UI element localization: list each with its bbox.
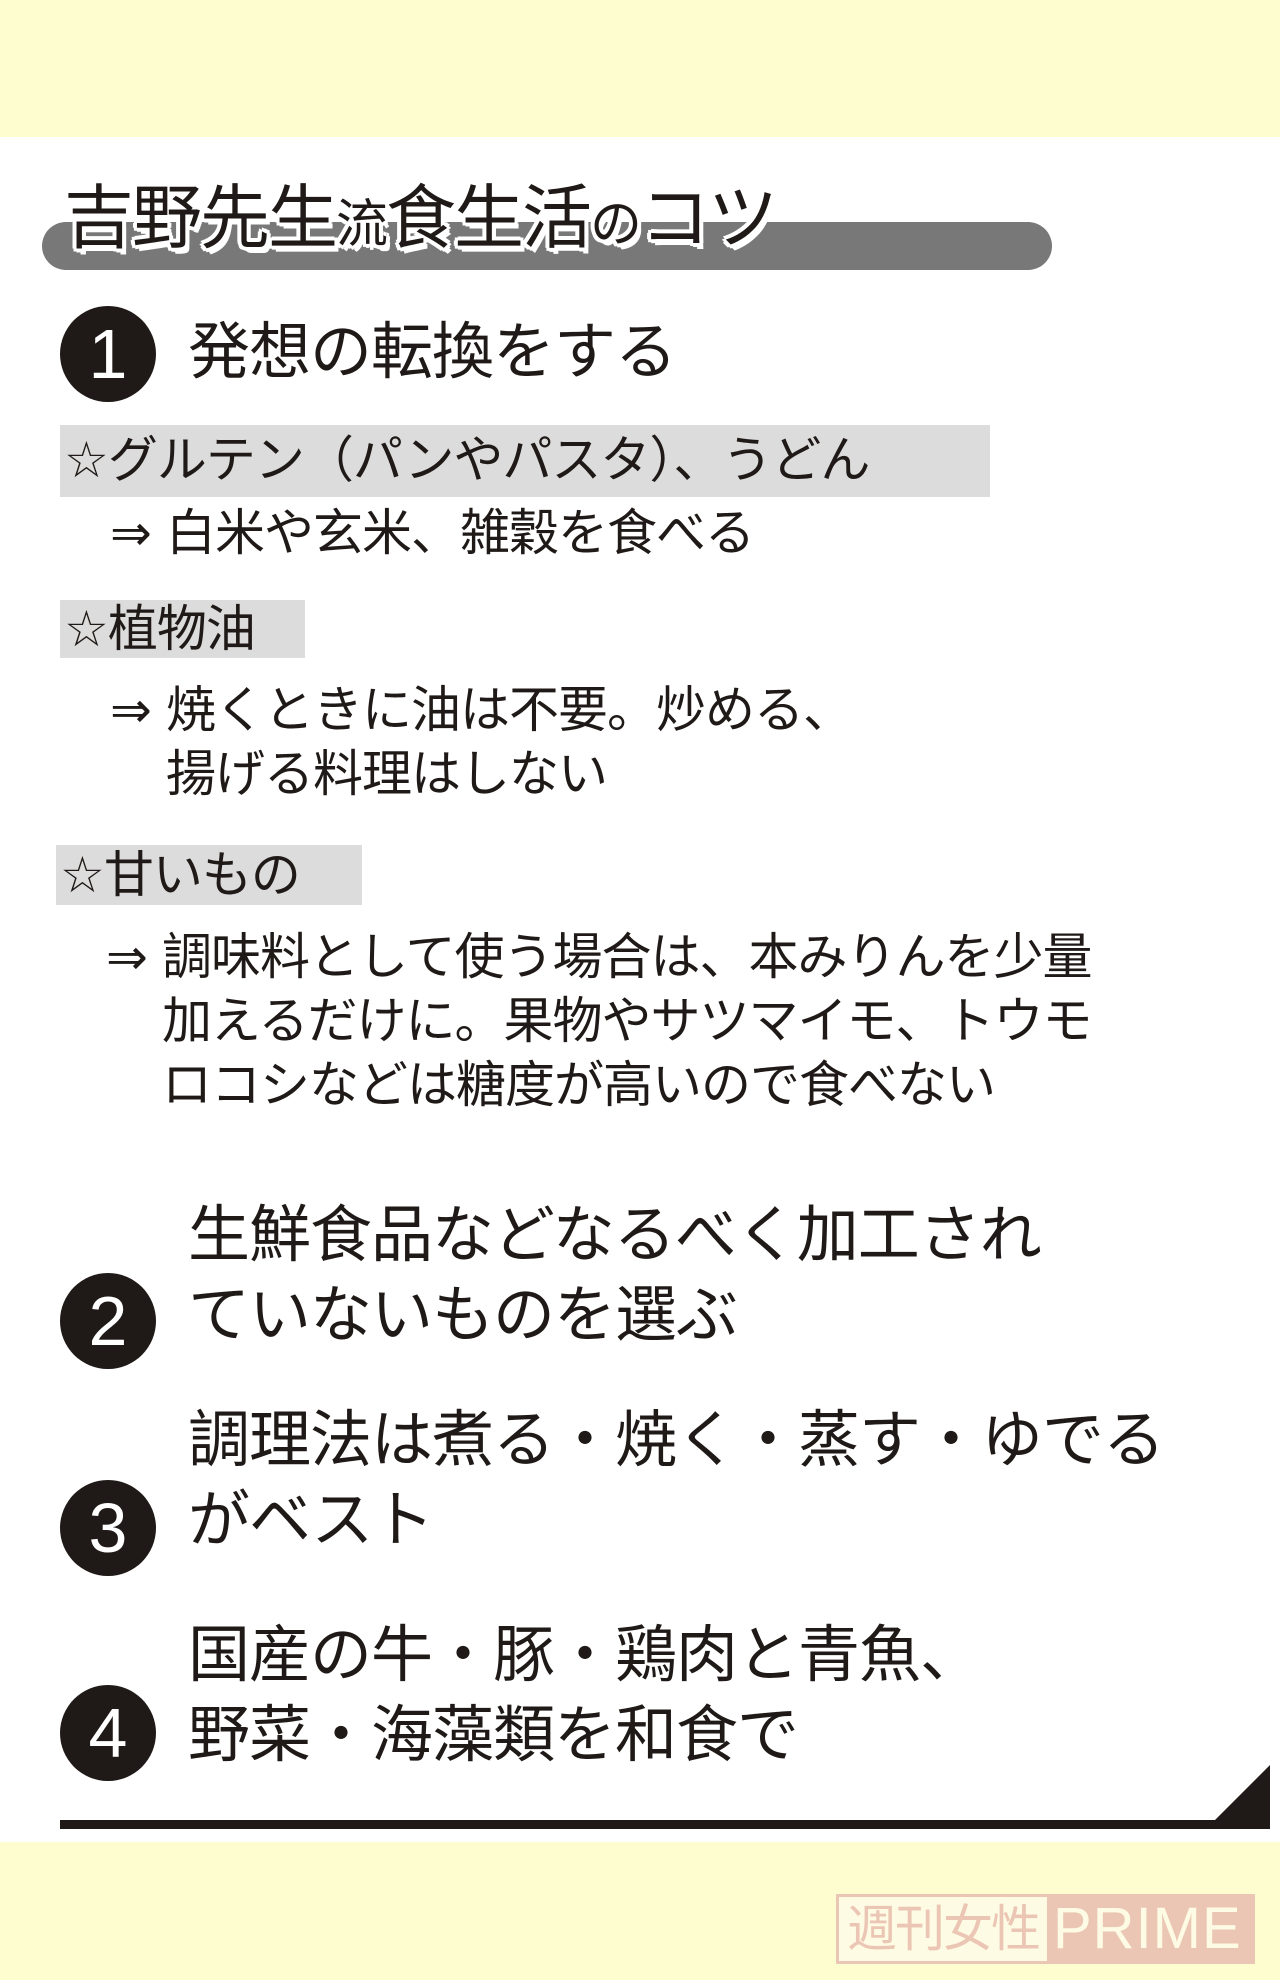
heading-line: 国産の牛・豚・鶏肉と青魚、 [188, 1618, 982, 1691]
subitem-body-sweets: ⇒調味料として使う場合は、本みりんを少量加えるだけに。果物やサツマイモ、トウモロ… [106, 925, 1280, 1117]
title-part-shokuseikatsu: 食生活 [386, 177, 592, 259]
arrow-icon: ⇒ [110, 681, 152, 739]
tip-heading-3: 調理法は煮る・焼く・蒸す・ゆでるがベスト [188, 1400, 1165, 1560]
subitem-line: ロコシなどは糖度が高いので食べない [162, 1056, 996, 1114]
heading-line: 野菜・海藻類を和食で [188, 1698, 799, 1771]
corner-triangle-icon [1212, 1765, 1270, 1823]
heading-line: がベスト [188, 1483, 434, 1556]
title-block: 吉野先生流食生活のコツ [40, 170, 1060, 280]
title-part-kotsu: コツ [640, 177, 778, 259]
number-circle-2: 2 [60, 1273, 156, 1369]
subitem-line: 揚げる料理はしない [166, 745, 608, 803]
arrow-icon: ⇒ [106, 928, 148, 986]
bottom-divider [60, 1820, 1270, 1829]
watermark-left-text: 週刊女性 [839, 1897, 1047, 1961]
subitem-label-sweets: ☆甘いもの [56, 845, 362, 905]
subitem-line: 白米や玄米、雑穀を食べる [166, 504, 755, 562]
tip-heading-4: 国産の牛・豚・鶏肉と青魚、野菜・海藻類を和食で [188, 1615, 982, 1775]
tip-heading-2: 生鮮食品などなるべく加工されていないものを選ぶ [188, 1195, 1042, 1355]
subitem-line: 焼くときに油は不要。炒める、 [166, 681, 853, 739]
heading-line: 調理法は煮る・焼く・蒸す・ゆでる [188, 1403, 1165, 1476]
title-part-no: の [590, 195, 642, 255]
heading-line: 生鮮食品などなるべく加工され [188, 1198, 1042, 1271]
heading-line: ていないものを選ぶ [188, 1278, 738, 1351]
title-pill-bar [42, 222, 1052, 270]
watermark-logo: 週刊女性 PRIME [836, 1894, 1255, 1964]
number-circle-1: 1 [60, 306, 156, 402]
number-circle-3: 3 [60, 1480, 156, 1576]
watermark-right-text: PRIME [1047, 1897, 1252, 1961]
subitem-line: 調味料として使う場合は、本みりんを少量 [162, 928, 1092, 986]
subitem-line: 加えるだけに。果物やサツマイモ、トウモ [162, 992, 1093, 1050]
top-yellow-band [0, 0, 1280, 137]
tip-heading-1: 発想の転換をする [188, 315, 677, 388]
arrow-icon: ⇒ [110, 504, 152, 562]
subitem-body-oil: ⇒焼くときに油は不要。炒める、揚げる料理はしない [110, 678, 1210, 806]
number-circle-4: 4 [60, 1685, 156, 1781]
subitem-label-oil: ☆植物油 [60, 600, 305, 658]
title-part-yoshino: 吉野先生 [64, 177, 338, 259]
page-title: 吉野先生流食生活のコツ [64, 170, 778, 273]
title-part-ryu: 流 [336, 195, 388, 255]
subitem-body-gluten: ⇒白米や玄米、雑穀を食べる [110, 501, 1210, 565]
subitem-label-gluten: ☆グルテン（パンやパスタ）、うどん [60, 425, 990, 497]
